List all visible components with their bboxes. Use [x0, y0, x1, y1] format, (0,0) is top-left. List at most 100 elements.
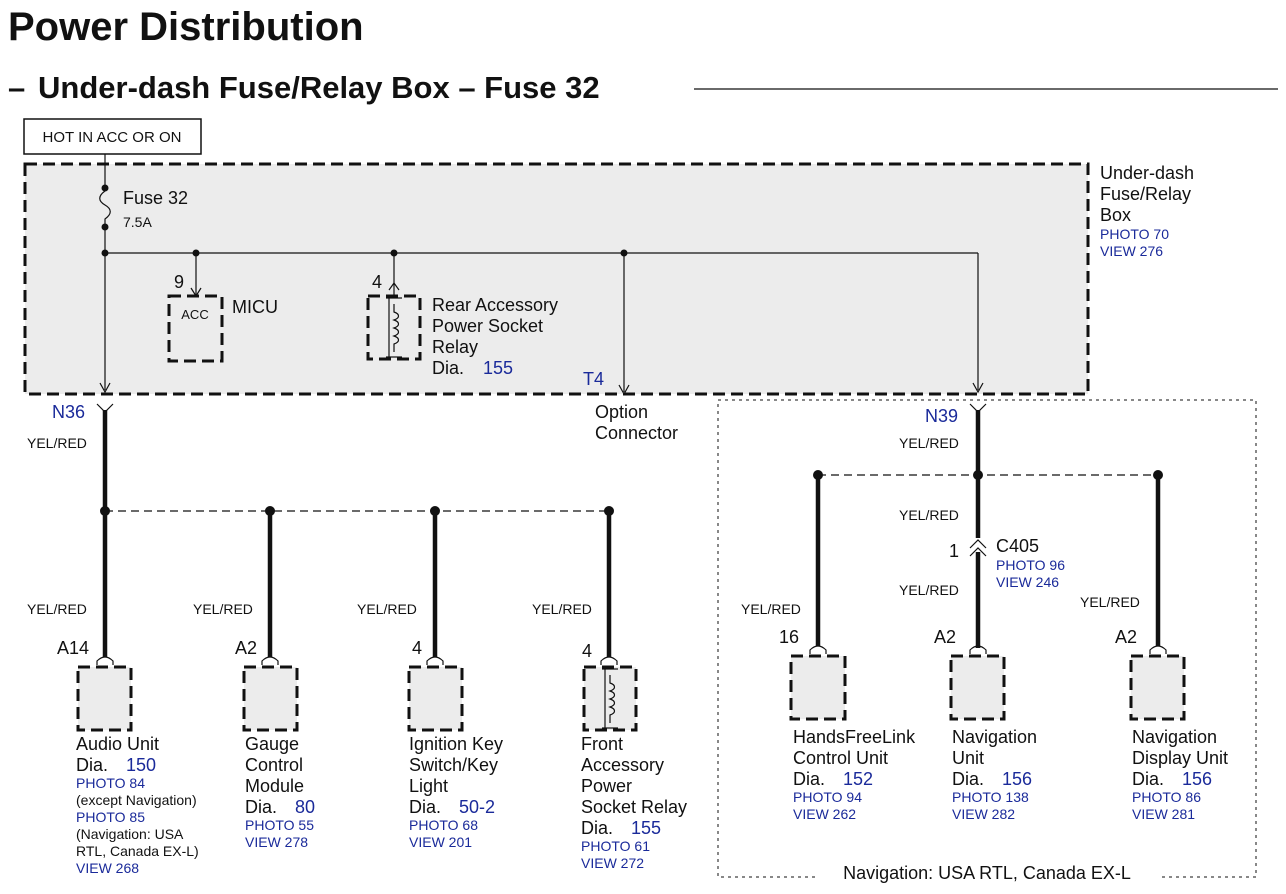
component-4-relay-coil-icon: [608, 675, 616, 723]
component-6-connector-icon: [969, 645, 987, 654]
component-6-dia-label: Dia.: [952, 769, 984, 789]
component-4-name-line-4: Socket Relay: [581, 797, 687, 817]
rear-relay-pin: 4: [372, 272, 382, 292]
component-7-wire-color: YEL/RED: [1080, 594, 1140, 610]
bus-junction-1: [101, 249, 109, 257]
component-6-box: [949, 654, 1006, 721]
component-5-connector-icon: [809, 645, 827, 654]
component-1-ref-4: (Navigation: USA: [76, 826, 184, 842]
relay-coil-icon: [392, 304, 400, 352]
component-1-ref-6: VIEW 268: [76, 860, 139, 876]
component-2-wire-color: YEL/RED: [193, 601, 253, 617]
component-3-ref-1: PHOTO 68: [409, 817, 478, 833]
page-title: Power Distribution: [8, 5, 364, 49]
rear-relay-dia: 155: [483, 358, 513, 378]
fuse-icon: [99, 190, 111, 224]
component-3-name-line-2: Switch/Key: [409, 755, 498, 775]
component-2-name-line-1: Gauge: [245, 734, 299, 754]
box-name-line2: Fuse/Relay: [1100, 184, 1191, 204]
rear-relay-line3: Relay: [432, 337, 478, 357]
component-1-dia-label: Dia.: [76, 755, 108, 775]
component-7-name-line-2: Display Unit: [1132, 748, 1228, 768]
component-4-dia-label: Dia.: [581, 818, 613, 838]
connector-n36: N36: [52, 402, 85, 422]
component-5-name-line-2: Control Unit: [793, 748, 888, 768]
component-7-ref-1: PHOTO 86: [1132, 789, 1201, 805]
c405-connector-top: [969, 539, 987, 549]
component-4-dia: 155: [631, 818, 661, 838]
component-1-ref-5: RTL, Canada EX-L): [76, 843, 199, 859]
component-3-dia: 50-2: [459, 797, 495, 817]
component-4-ref-2: VIEW 272: [581, 855, 644, 871]
subtitle: Under-dash Fuse/Relay Box – Fuse 32: [38, 70, 600, 105]
c405-view: VIEW 246: [996, 574, 1059, 590]
power-source-box: [23, 118, 202, 155]
wire-color-c405-upper: YEL/RED: [899, 507, 959, 523]
component-3-wire-color: YEL/RED: [357, 601, 417, 617]
rear-relay-line1: Rear Accessory: [432, 295, 558, 315]
box-name-line3: Box: [1100, 205, 1131, 225]
component-4-connector-icon: [600, 656, 618, 665]
component-3-box: [407, 665, 464, 732]
component-2-pin: A2: [235, 638, 257, 658]
component-1-name-line-1: Audio Unit: [76, 734, 159, 754]
component-5-ref-1: PHOTO 94: [793, 789, 862, 805]
rear-relay-line2: Power Socket: [432, 316, 543, 336]
power-source-label: HOT IN ACC OR ON: [43, 129, 182, 146]
component-7-pin: A2: [1115, 627, 1137, 647]
component-5-ref-2: VIEW 262: [793, 806, 856, 822]
component-2-ref-2: VIEW 278: [245, 834, 308, 850]
subtitle-lead-dash: –: [8, 70, 25, 105]
fuse-terminal-top: [101, 184, 109, 192]
component-6-pin: A2: [934, 627, 956, 647]
component-5-name-line-1: HandsFreeLink: [793, 727, 916, 747]
arrow-n36: [99, 382, 111, 394]
navigation-label-bg: [816, 861, 1162, 887]
connector-n39: N39: [925, 406, 958, 426]
component-5-dia-label: Dia.: [793, 769, 825, 789]
component-1-dia: 150: [126, 755, 156, 775]
component-4-name-line-3: Power: [581, 776, 632, 796]
box-photo: PHOTO 70: [1100, 226, 1169, 242]
component-2-box: [242, 665, 299, 732]
component-1-wire-color: YEL/RED: [27, 601, 87, 617]
component-1-pin: A14: [57, 638, 89, 658]
component-7-name-line-1: Navigation: [1132, 727, 1217, 747]
component-3-name-line-3: Light: [409, 776, 448, 796]
component-3-name-line-1: Ignition Key: [409, 734, 503, 754]
component-2-dia-label: Dia.: [245, 797, 277, 817]
wire-color-n39: YEL/RED: [899, 435, 959, 451]
c405-pin: 1: [949, 541, 959, 561]
micu-box: [167, 294, 224, 363]
component-6-ref-2: VIEW 282: [952, 806, 1015, 822]
component-5-box: [789, 654, 847, 721]
component-4-ref-1: PHOTO 61: [581, 838, 650, 854]
micu-inner-label: ACC: [181, 307, 208, 322]
fuse-rating: 7.5A: [123, 214, 152, 230]
component-6-name-line-1: Navigation: [952, 727, 1037, 747]
component-6-dia: 156: [1002, 769, 1032, 789]
component-1-ref-1: PHOTO 84: [76, 775, 145, 791]
component-7-connector-icon: [1149, 645, 1167, 654]
component-3-connector-icon: [426, 656, 444, 665]
component-7-ref-2: VIEW 281: [1132, 806, 1195, 822]
option-arrow: [618, 384, 630, 396]
component-2-connector-icon: [261, 656, 279, 665]
option-line2: Connector: [595, 423, 678, 443]
fuse-name: Fuse 32: [123, 188, 188, 208]
component-7-box: [1129, 654, 1186, 721]
component-4-wire-color: YEL/RED: [532, 601, 592, 617]
component-7-dia-label: Dia.: [1132, 769, 1164, 789]
box-name-line1: Under-dash: [1100, 163, 1194, 183]
component-4-name-line-2: Accessory: [581, 755, 664, 775]
option-pin: T4: [583, 369, 604, 389]
component-5-wire-color: YEL/RED: [741, 601, 801, 617]
component-3-ref-2: VIEW 201: [409, 834, 472, 850]
component-2-name-line-2: Control: [245, 755, 303, 775]
option-line1: Option: [595, 402, 648, 422]
component-6-ref-1: PHOTO 138: [952, 789, 1029, 805]
component-2-dia: 80: [295, 797, 315, 817]
component-4-pin: 4: [582, 641, 592, 661]
